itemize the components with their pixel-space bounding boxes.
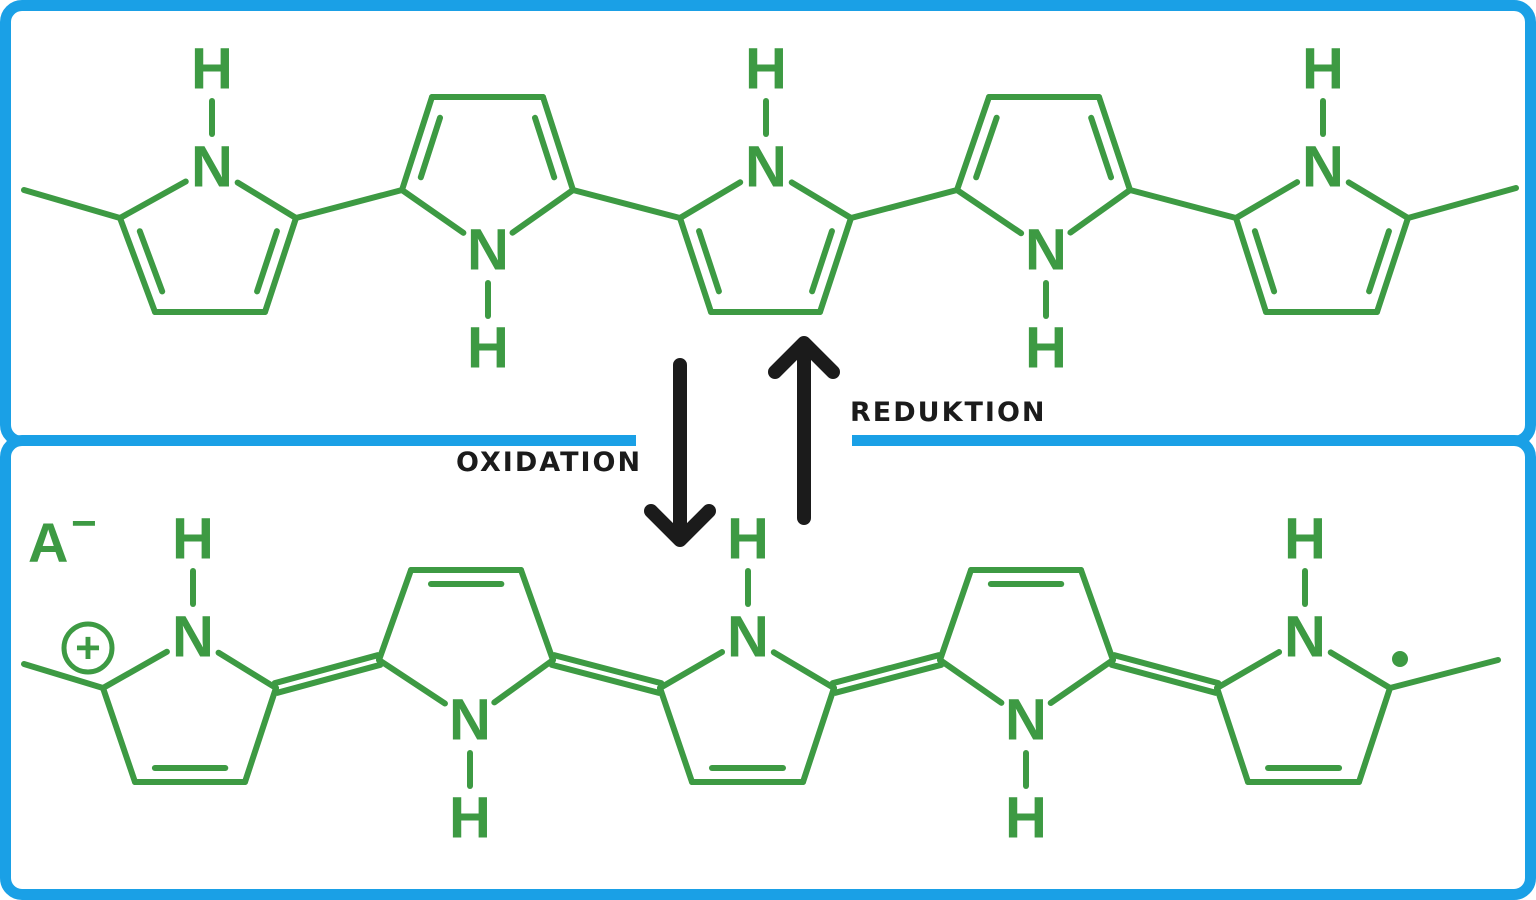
counter-anion-charge: − bbox=[71, 499, 97, 548]
bottom-ring-2-bond-cb-ca bbox=[518, 567, 556, 663]
bottom-ring-4-bond-n-ca bbox=[1047, 657, 1116, 706]
top-ring-3-double-bond-inner bbox=[696, 228, 722, 295]
top-ring-5-bond-n-ca bbox=[1233, 179, 1301, 221]
bottom-chain-end-right bbox=[1387, 657, 1501, 691]
top-ring-2-nitrogen-atom: N bbox=[467, 218, 509, 283]
bottom-ring-3-bond-n-ca bbox=[657, 649, 726, 691]
bottom-ring-5-bond-ca-cb bbox=[1214, 685, 1251, 785]
top-ring-5-hydrogen-atom: H bbox=[1302, 37, 1344, 102]
bottom-ring-4-bond-n-ca bbox=[937, 657, 1005, 706]
bottom-inter-ring-double-bond bbox=[832, 661, 945, 696]
top-ring-4-nitrogen-atom: N bbox=[1025, 218, 1067, 283]
bottom-ring-2-bond-ca-cb bbox=[376, 567, 414, 663]
positive-charge-sign: + bbox=[75, 624, 101, 673]
bottom-ring-1-bond-n-ca bbox=[215, 649, 279, 691]
top-ring-2-bond-ca-cb bbox=[399, 94, 435, 193]
bottom-ring-3-hydrogen-atom: H bbox=[727, 507, 769, 572]
top-ring-4-bond-ca-cb bbox=[954, 94, 992, 193]
bottom-ring-4-bond-cb-ca bbox=[1078, 567, 1116, 663]
bottom-chain-end-left bbox=[21, 661, 106, 691]
top-ring-1-bond-ca-cb bbox=[117, 215, 158, 315]
reduction-arrow-icon bbox=[768, 336, 840, 525]
bottom-ring-1-bond-n-ca bbox=[100, 648, 170, 691]
oxidation-label: OXIDATION bbox=[456, 447, 643, 478]
reduction-label: REDUKTION bbox=[850, 397, 1047, 428]
bottom-inter-ring-double-bond bbox=[551, 652, 665, 687]
top-chain-end-right bbox=[1405, 185, 1519, 221]
bottom-ring-1-hydrogen-atom: H bbox=[172, 507, 214, 572]
top-ring-5-double-bond-inner bbox=[1251, 228, 1278, 295]
bottom-inter-ring-double-bond bbox=[271, 652, 381, 687]
top-ring-2-double-bond-inner bbox=[531, 114, 558, 181]
top-inter-ring-bond bbox=[570, 187, 683, 221]
bottom-ring-4-nitrogen-atom: N bbox=[1005, 688, 1047, 753]
counter-anion-label: A bbox=[28, 511, 68, 574]
bottom-ring-1-bond-cb-ca bbox=[242, 685, 279, 785]
bottom-inter-ring-double-bond bbox=[1108, 661, 1219, 696]
bottom-ring-2-bond-n-ca bbox=[491, 657, 556, 706]
top-ring-4-bond-n-ca bbox=[1067, 187, 1133, 236]
top-ring-3-hydrogen-atom: H bbox=[745, 37, 787, 102]
radical-dot-icon bbox=[1392, 651, 1408, 667]
bottom-ring-5-hydrogen-atom: H bbox=[1284, 507, 1326, 572]
bottom-inter-ring-double-bond bbox=[1111, 652, 1222, 687]
top-ring-1-nitrogen-atom: N bbox=[191, 135, 233, 200]
top-ring-1-double-bond-inner bbox=[254, 228, 280, 295]
top-ring-2-bond-cb-ca bbox=[540, 94, 576, 193]
bottom-ring-5-bond-n-ca bbox=[1214, 649, 1283, 691]
top-ring-5-bond-cb-ca bbox=[1374, 215, 1411, 315]
top-ring-4-double-bond-inner bbox=[1088, 114, 1115, 181]
bottom-ring-4-hydrogen-atom: H bbox=[1005, 786, 1047, 851]
top-ring-2-bond-n-ca bbox=[399, 187, 467, 236]
top-ring-3-bond-n-ca bbox=[677, 179, 744, 221]
top-ring-4-hydrogen-atom: H bbox=[1025, 316, 1067, 381]
top-ring-3-bond-ca-cb bbox=[677, 215, 714, 315]
top-ring-4-double-bond-inner bbox=[973, 114, 1000, 181]
bottom-ring-5-bond-n-ca bbox=[1327, 649, 1393, 691]
bottom-ring-5-nitrogen-atom: N bbox=[1284, 605, 1326, 670]
oxidation-arrow-icon bbox=[644, 358, 716, 547]
top-ring-5-bond-ca-cb bbox=[1233, 215, 1269, 315]
top-ring-4-bond-n-ca bbox=[954, 187, 1025, 237]
bottom-ring-4-bond-ca-cb bbox=[937, 567, 974, 663]
top-ring-1-bond-cb-ca bbox=[262, 215, 299, 315]
top-inter-ring-bond bbox=[848, 187, 960, 221]
bottom-inter-ring-double-bond bbox=[548, 661, 662, 696]
bottom-ring-1-bond-ca-cb bbox=[100, 685, 138, 785]
top-inter-ring-bond bbox=[1127, 187, 1239, 221]
top-ring-1-bond-n-ca bbox=[234, 179, 299, 221]
bottom-inter-ring-double-bond bbox=[274, 661, 384, 696]
top-ring-3-bond-cb-ca bbox=[817, 215, 854, 315]
oxidized-state-panel bbox=[0, 435, 1536, 900]
top-ring-1-hydrogen-atom: H bbox=[191, 37, 233, 102]
top-ring-5-double-bond-inner bbox=[1366, 228, 1392, 295]
top-ring-3-double-bond-inner bbox=[809, 228, 835, 295]
positive-charge-icon bbox=[61, 621, 115, 675]
bottom-ring-3-bond-ca-cb bbox=[657, 685, 695, 785]
top-ring-2-double-bond-inner bbox=[417, 114, 444, 181]
top-ring-2-hydrogen-atom: H bbox=[467, 316, 509, 381]
top-ring-1-double-bond-inner bbox=[136, 228, 166, 295]
top-ring-5-nitrogen-atom: N bbox=[1302, 135, 1344, 200]
bottom-ring-2-hydrogen-atom: H bbox=[449, 786, 491, 851]
top-ring-1-bond-n-ca bbox=[117, 178, 189, 221]
bottom-ring-2-bond-n-ca bbox=[376, 657, 448, 707]
bottom-ring-3-bond-cb-ca bbox=[800, 685, 837, 785]
reduced-state-panel bbox=[0, 0, 1536, 447]
top-ring-4-bond-cb-ca bbox=[1096, 94, 1133, 193]
top-ring-5-bond-n-ca bbox=[1345, 179, 1411, 221]
top-inter-ring-bond bbox=[293, 187, 405, 221]
top-ring-2-bond-n-ca bbox=[509, 187, 576, 236]
bottom-ring-2-nitrogen-atom: N bbox=[449, 688, 491, 753]
top-ring-3-bond-n-ca bbox=[788, 179, 854, 221]
top-ring-3-nitrogen-atom: N bbox=[745, 135, 787, 200]
bottom-ring-3-nitrogen-atom: N bbox=[727, 605, 769, 670]
top-chain-end-left bbox=[21, 187, 123, 221]
bottom-inter-ring-double-bond bbox=[829, 652, 942, 687]
bottom-ring-5-bond-cb-ca bbox=[1356, 685, 1393, 785]
bottom-ring-1-nitrogen-atom: N bbox=[172, 605, 214, 670]
bottom-ring-3-bond-n-ca bbox=[770, 649, 837, 691]
